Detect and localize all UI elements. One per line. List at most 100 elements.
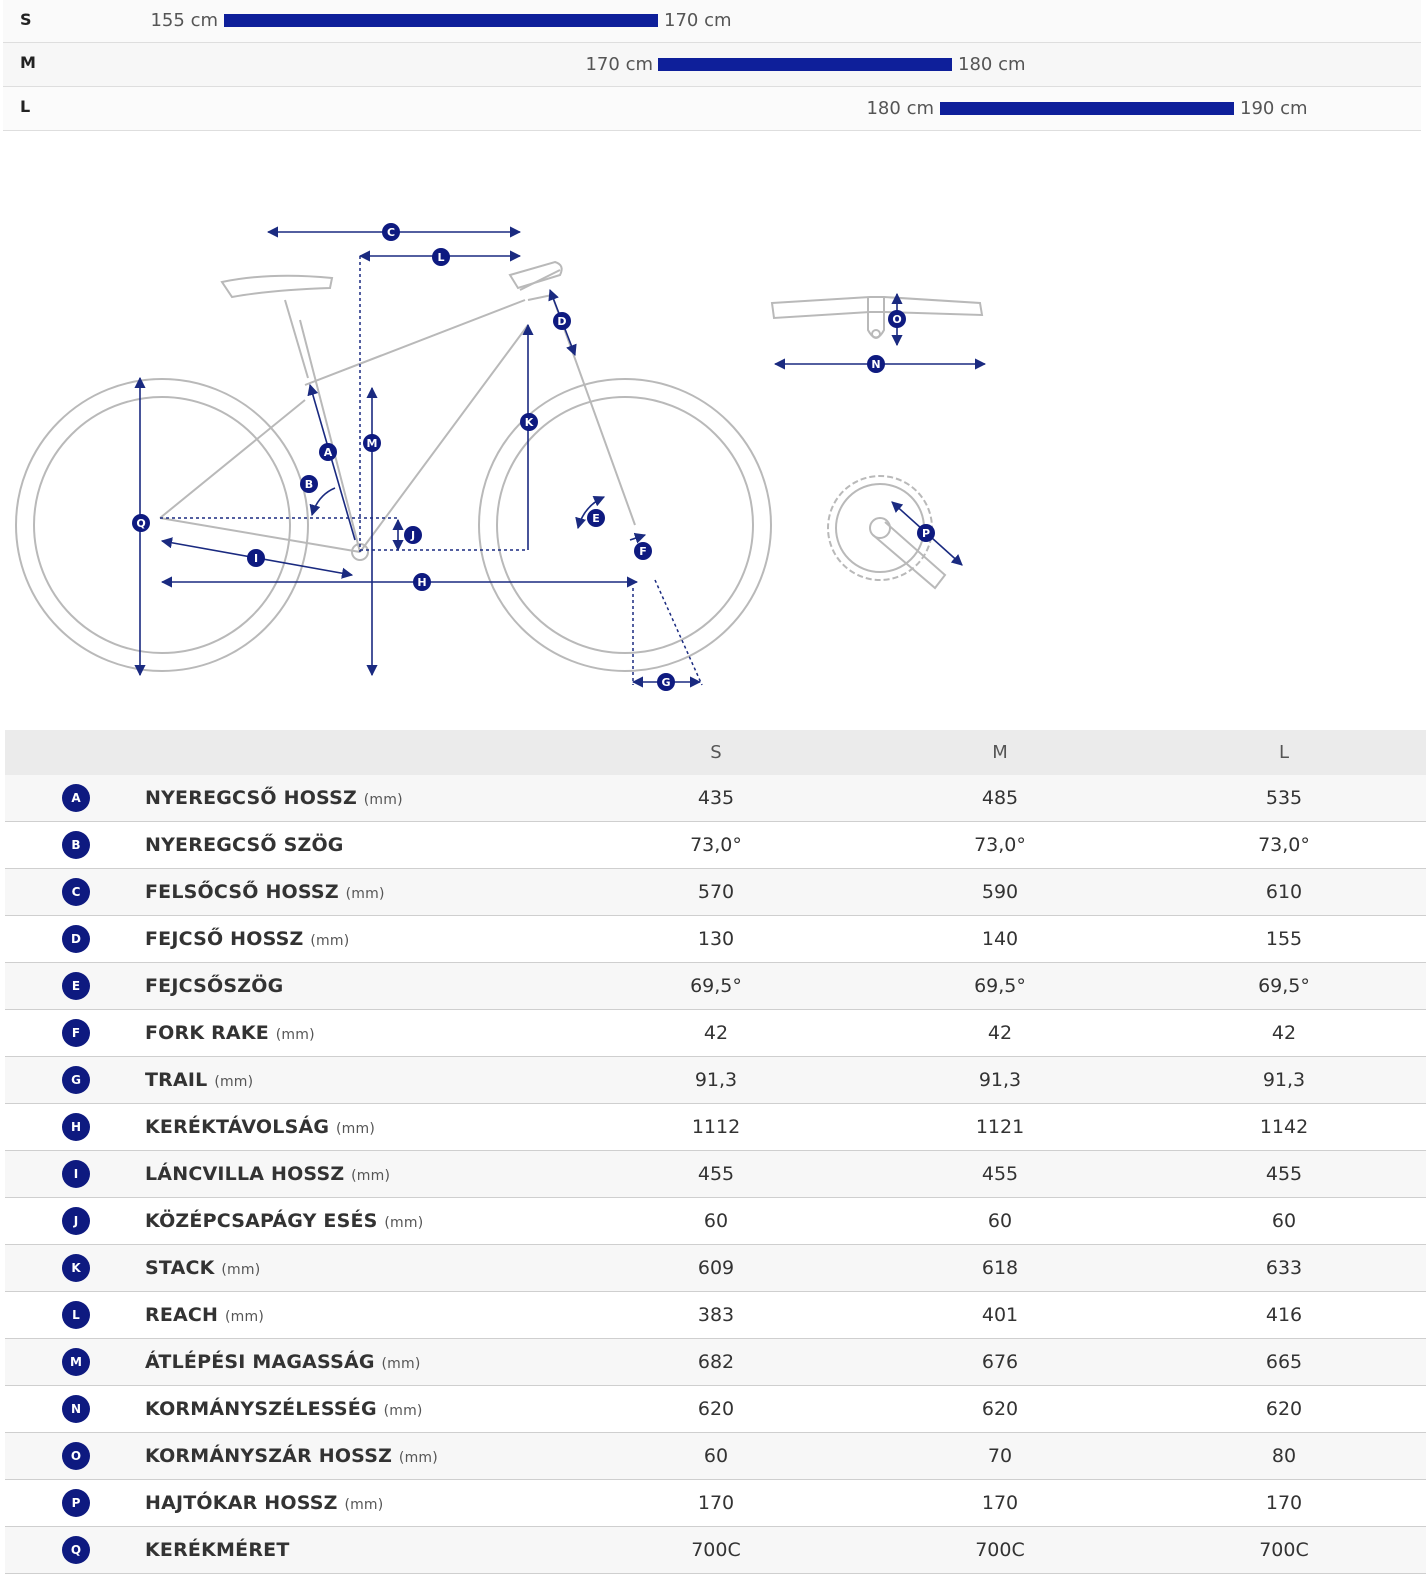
measure-name: HAJTÓKAR HOSSZ (145, 1492, 338, 1514)
measure-name: KERÉKMÉRET (145, 1539, 290, 1561)
row-value-cell: 170 (858, 1479, 1142, 1527)
row-letter-cell: F (5, 1009, 145, 1057)
measure-unit: (mm) (275, 1027, 315, 1043)
row-letter-cell: J (5, 1197, 145, 1245)
letter-badge: I (62, 1160, 90, 1188)
label-k: K (520, 413, 538, 431)
size-row-l: L 180 cm 190 cm (3, 87, 1421, 131)
row-name-cell: KERÉKMÉRET (145, 1526, 574, 1574)
row-letter-cell: N (5, 1385, 145, 1433)
label-b: B (300, 475, 318, 493)
row-name-cell: FEJCSŐ HOSSZ (mm) (145, 915, 574, 963)
row-value-cell: 700C (858, 1526, 1142, 1574)
label-h: H (413, 573, 431, 591)
letter-badge: K (62, 1254, 90, 1282)
letter-badge: L (62, 1301, 90, 1329)
handlebar-illustration (770, 292, 987, 370)
svg-text:O: O (892, 313, 901, 326)
measure-name: FELSŐCSŐ HOSSZ (145, 881, 339, 903)
label-l: L (432, 248, 450, 266)
row-value-cell: 682 (574, 1338, 858, 1386)
row-value-cell: 73,0° (858, 821, 1142, 869)
letter-badge: F (62, 1019, 90, 1047)
row-letter-cell: H (5, 1103, 145, 1151)
size-row-s: S 155 cm 170 cm (3, 0, 1421, 43)
size-range-list: S 155 cm 170 cm M 170 cm 180 cm L 180 cm… (3, 0, 1421, 131)
row-value-cell: 485 (858, 775, 1142, 822)
svg-text:B: B (305, 478, 313, 491)
letter-badge: P (62, 1489, 90, 1517)
row-name-cell: ÁTLÉPÉSI MAGASSÁG (mm) (145, 1338, 574, 1386)
row-value-cell: 590 (858, 868, 1142, 916)
row-letter-cell: O (5, 1432, 145, 1480)
row-letter-cell: Q (5, 1526, 145, 1574)
row-value-cell: 700C (1142, 1526, 1426, 1574)
row-letter-cell: G (5, 1056, 145, 1104)
measure-name: NYEREGCSŐ HOSSZ (145, 787, 357, 809)
letter-badge: M (62, 1348, 90, 1376)
svg-text:L: L (437, 251, 444, 264)
measure-name: STACK (145, 1257, 215, 1279)
measure-name: REACH (145, 1304, 219, 1326)
label-o: O (888, 310, 906, 328)
row-letter-cell: D (5, 915, 145, 963)
dimension-lines (134, 226, 703, 688)
measure-name: FEJCSŐSZÖG (145, 975, 284, 997)
row-value-cell: 91,3 (858, 1056, 1142, 1104)
measure-name: FEJCSŐ HOSSZ (145, 928, 304, 950)
row-name-cell: NYEREGCSŐ HOSSZ (mm) (145, 775, 574, 822)
row-letter-cell: E (5, 962, 145, 1010)
size-label: L (20, 97, 31, 116)
height-range-bar (224, 14, 658, 27)
rear-wheel (15, 378, 309, 672)
size-label: M (20, 53, 36, 72)
row-value-cell: 91,3 (1142, 1056, 1426, 1104)
svg-text:N: N (871, 358, 880, 371)
diagram-labels: A B C D E F G H I J K L M N O P Q (132, 223, 935, 691)
measure-unit: (mm) (363, 792, 403, 808)
row-letter-cell: M (5, 1338, 145, 1386)
letter-badge: H (62, 1113, 90, 1141)
height-range-bar (940, 102, 1234, 115)
row-value-cell: 170 (574, 1479, 858, 1527)
row-letter-cell: K (5, 1244, 145, 1292)
measure-unit: (mm) (344, 1497, 384, 1513)
svg-text:M: M (367, 437, 378, 450)
measure-name: NYEREGCSŐ SZÖG (145, 834, 344, 856)
row-name-cell: REACH (mm) (145, 1291, 574, 1339)
measure-name: KORMÁNYSZÉLESSÉG (145, 1398, 377, 1420)
row-value-cell: 1142 (1142, 1103, 1426, 1151)
letter-badge: Q (62, 1536, 90, 1564)
measure-unit: (mm) (214, 1074, 254, 1090)
row-value-cell: 69,5° (1142, 962, 1426, 1010)
row-value-cell: 80 (1142, 1432, 1426, 1480)
label-j: J (404, 526, 422, 544)
row-value-cell: 60 (1142, 1197, 1426, 1245)
label-p: P (917, 524, 935, 542)
letter-badge: N (62, 1395, 90, 1423)
svg-text:F: F (639, 545, 647, 558)
row-value-cell: 535 (1142, 775, 1426, 822)
row-value-cell: 91,3 (574, 1056, 858, 1104)
svg-text:I: I (254, 552, 258, 565)
letter-badge: E (62, 972, 90, 1000)
row-name-cell: HAJTÓKAR HOSSZ (mm) (145, 1479, 574, 1527)
svg-text:E: E (592, 512, 600, 525)
letter-badge: J (62, 1207, 90, 1235)
row-value-cell: 618 (858, 1244, 1142, 1292)
measure-name: TRAIL (145, 1069, 208, 1091)
row-name-cell: KÖZÉPCSAPÁGY ESÉS (mm) (145, 1197, 574, 1245)
measure-unit: (mm) (351, 1168, 391, 1184)
row-value-cell: 130 (574, 915, 858, 963)
column-header: M (858, 730, 1142, 775)
row-value-cell: 455 (1142, 1150, 1426, 1198)
